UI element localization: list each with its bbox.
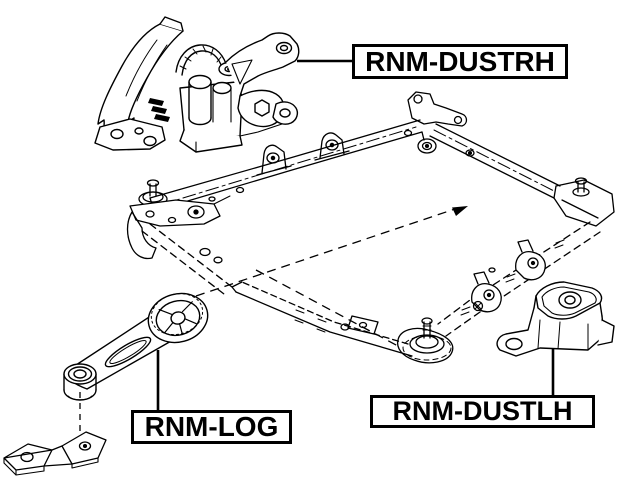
pointer-arrow: [452, 206, 468, 216]
right-engine-mount-figure: [94, 16, 300, 153]
leader-rod-to-frame: [195, 208, 456, 297]
part-label-rnm-dustrh: RNM-DUSTRH: [352, 44, 568, 79]
part-label-rnm-dustlh: RNM-DUSTLH: [370, 395, 595, 428]
subframe-figure: [126, 91, 615, 364]
part-label-rnm-log: RNM-LOG: [131, 410, 292, 444]
leader-rod-to-bottom-mount: [255, 269, 399, 347]
torque-rod-figure: [63, 292, 209, 401]
locator-leader-lines: [79, 206, 468, 436]
label-leader-lines: [156, 59, 555, 411]
support-bracket-figure: [3, 431, 107, 476]
left-engine-mount-figure: [496, 281, 615, 357]
